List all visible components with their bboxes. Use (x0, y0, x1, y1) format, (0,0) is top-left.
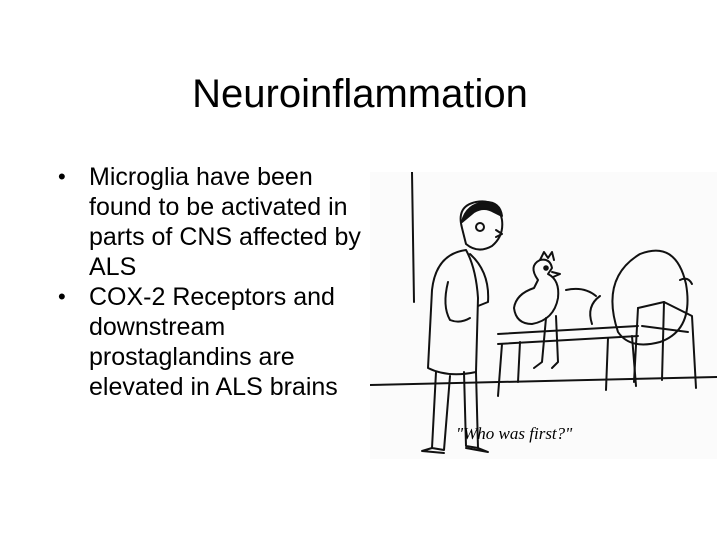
cartoon-image: "Who was first?" (370, 172, 717, 459)
bullet-item: • COX-2 Receptors and downstream prostag… (58, 282, 368, 402)
cartoon-doctor-chicken-egg-icon: "Who was first?" (370, 172, 717, 454)
bullet-item: • Microglia have been found to be activa… (58, 162, 368, 282)
bullet-text: Microglia have been found to be activate… (89, 163, 361, 281)
bullet-dot-icon: • (58, 284, 66, 309)
bullet-dot-icon: • (58, 164, 66, 189)
bullet-list: • Microglia have been found to be activa… (58, 162, 368, 402)
cartoon-caption: "Who was first?" (456, 424, 573, 443)
slide-title: Neuroinflammation (192, 72, 528, 116)
bullet-text: COX-2 Receptors and downstream prostagla… (89, 283, 338, 401)
